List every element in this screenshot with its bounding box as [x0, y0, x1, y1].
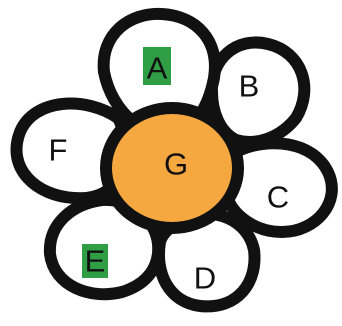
label-f: F [49, 133, 68, 168]
label-a: A [147, 51, 168, 86]
label-c: C [267, 180, 289, 215]
label-g: G [164, 147, 188, 182]
label-b: B [239, 69, 260, 104]
label-e: E [85, 244, 106, 279]
label-d: D [194, 261, 216, 296]
